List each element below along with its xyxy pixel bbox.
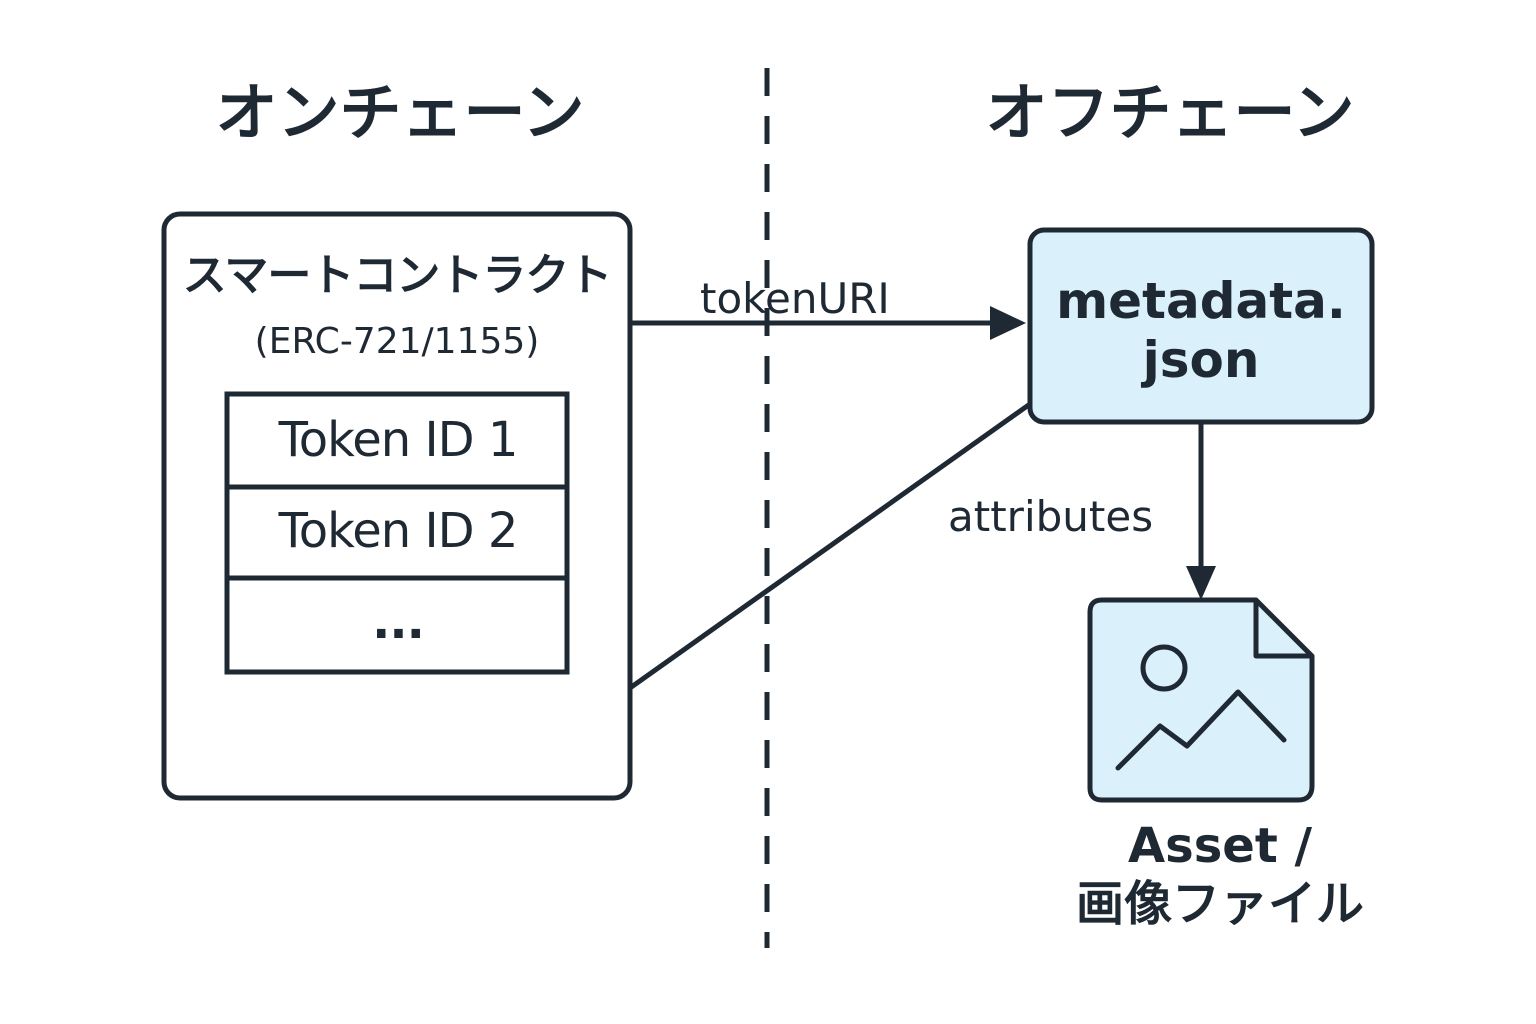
tokenuri-arrowhead <box>990 306 1026 340</box>
file-corner-fold <box>1253 600 1312 659</box>
metadata-label-line-2: json <box>1142 331 1260 389</box>
contract-standard-label: (ERC-721/1155) <box>254 321 540 362</box>
metadata-label-line-1: metadata. <box>1056 272 1346 330</box>
tokenuri-label: tokenURI <box>700 274 890 323</box>
onchain-heading: オンチェーン <box>215 76 585 149</box>
attributes-label: attributes <box>948 492 1154 541</box>
smart-contract-title: スマートコントラクト <box>182 250 613 301</box>
mountain-line <box>1115 689 1287 771</box>
asset-label: Asset / 画像ファイル <box>1040 818 1400 933</box>
token-row: Token ID 1 <box>278 412 519 468</box>
attributes-arrowhead <box>1186 566 1216 600</box>
metadata-json-label: metadata. json <box>1030 272 1372 390</box>
asset-label-line-2: 画像ファイル <box>1075 875 1364 932</box>
offchain-heading: オフチェーン <box>985 76 1355 149</box>
contract-metadata-link <box>628 401 1032 691</box>
token-table <box>224 391 570 675</box>
token-row: Token ID 2 <box>278 503 519 559</box>
asset-label-line-1: Asset / <box>1127 818 1313 874</box>
file-page <box>1087 597 1315 803</box>
image-file-icon <box>1087 597 1315 803</box>
token-row-ellipsis: ... <box>372 594 425 650</box>
sun-circle <box>1140 644 1188 692</box>
